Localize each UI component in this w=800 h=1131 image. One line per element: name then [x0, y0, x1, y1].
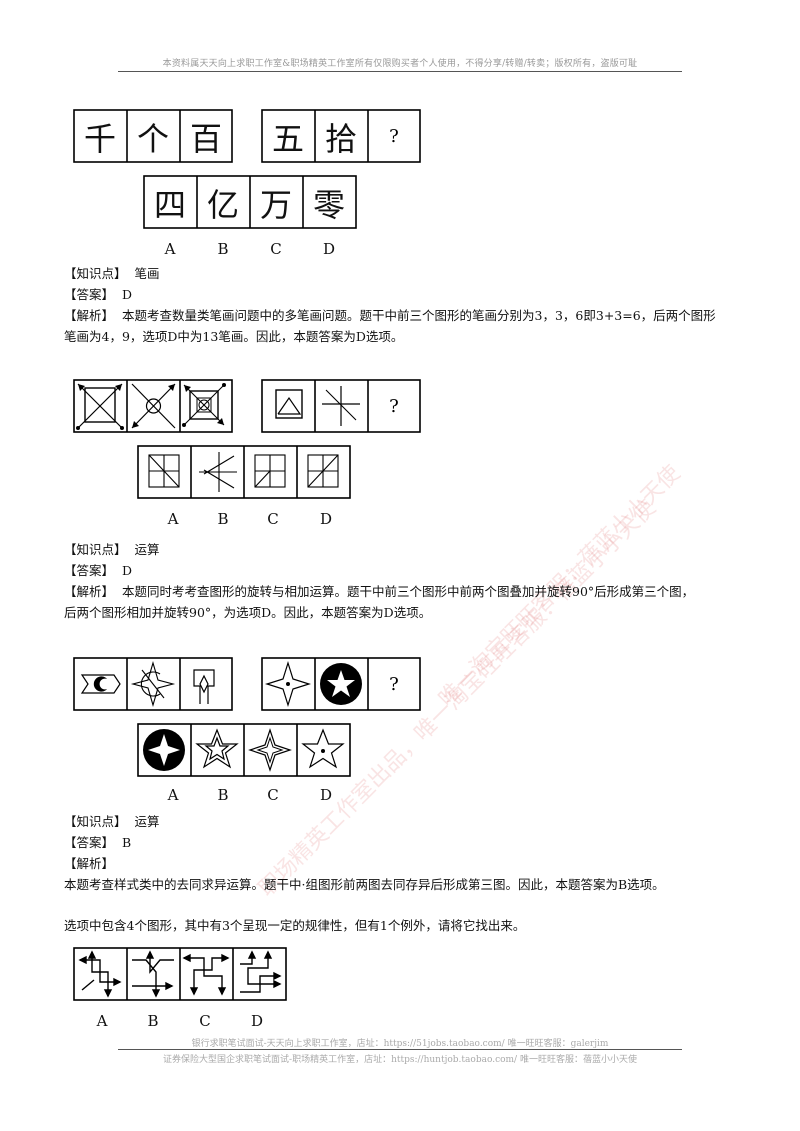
q3-stem-cell-5-icon: [320, 663, 362, 705]
q2-stem-left-box: [73, 379, 233, 433]
q2-option-d-icon: [307, 454, 339, 488]
q3-stem-cell-1-icon: [80, 674, 121, 694]
q2-analysis-text-1: 本题同时考考查图形的旋转与相加运算。题干中前三个图形中前两个图叠加并旋转90°后…: [122, 584, 695, 599]
q2-answer-line: 【答案】 D: [64, 561, 132, 581]
q4-option-c-icon: [182, 953, 230, 996]
q3-analysis-line-1: 本题考查样式类中的去同求异运算。题干中·组图形前两图去同存异后形成第三图。因此，…: [64, 877, 665, 892]
q3-option-a-icon: [143, 729, 185, 771]
q2-figure: ? A B C D: [73, 379, 421, 528]
q3-figure: ? A B C D: [73, 657, 421, 804]
q1-answer-value: D: [122, 287, 133, 302]
q4-figure: A B C D: [73, 947, 287, 1030]
q2-stem-cell-4-icon: [275, 389, 303, 419]
q1-answer-line: 【答案】 D: [64, 285, 132, 305]
q2-stem-cell-3-icon: [182, 383, 226, 427]
q4-label-c: C: [199, 1012, 210, 1030]
q3-stem-cell-3-icon: [193, 669, 215, 704]
q1-stem-char-1: 千: [84, 120, 116, 158]
q1-label-c: C: [270, 240, 281, 258]
q1-stem-right-box: [261, 109, 421, 163]
q2-answer-value: D: [122, 563, 133, 578]
q2-answer-tag: 【答案】: [64, 563, 115, 578]
q4-option-d-icon: [240, 950, 282, 993]
q1-analysis-text-1: 本题考查数量类笔画问题中的多笔画问题。题干中前三个图形的笔画分别为3，3，6即3…: [122, 308, 716, 323]
q1-knowledge-tag: 【知识点】: [64, 266, 127, 281]
q2-analysis-tag: 【解析】: [64, 584, 115, 599]
q2-option-b-icon: [199, 452, 237, 492]
q2-option-a-icon: [148, 454, 180, 488]
q3-label-c: C: [267, 786, 278, 804]
q1-label-b: B: [217, 240, 228, 258]
q1-question-mark: ?: [389, 126, 399, 147]
q3-option-b-icon: [195, 728, 239, 769]
q3-answer-value: B: [122, 835, 132, 850]
q2-stem-cell-2-icon: [131, 383, 176, 429]
footer-line-1: 银行求职笔试面试-天天向上求职工作室，店址：https://51jobs.tao…: [191, 1039, 609, 1049]
q1-analysis-line-1: 【解析】本题考查数量类笔画问题中的多笔画问题。题干中前三个图形的笔画分别为3，3…: [64, 306, 716, 326]
page-header: 本资料属天天向上求职工作室&职场精英工作室所有仅限购买者个人使用，不得分享/转赠…: [162, 59, 638, 69]
q3-label-a: A: [167, 786, 179, 804]
q1-stem-char-3: 百: [190, 120, 222, 158]
q1-analysis-tag: 【解析】: [64, 308, 115, 323]
q4-option-a-icon: [78, 950, 122, 998]
q3-stem-left-box: [73, 657, 233, 711]
q3-option-c-icon: [248, 728, 292, 772]
q2-option-c-icon: [254, 454, 286, 488]
q1-stem-left-box: [73, 109, 233, 163]
q3-knowledge-value: 运算: [134, 814, 160, 829]
q1-knowledge-line: 【知识点】笔画: [64, 264, 160, 284]
footer-line-2: 证券保险大型国企求职笔试面试-职场精英工作室，店址：https://huntjo…: [163, 1055, 637, 1065]
q1-label-d: D: [323, 240, 335, 258]
q2-label-c: C: [267, 510, 278, 528]
q1-answer-tag: 【答案】: [64, 287, 115, 302]
q3-stem-cell-2-icon: [130, 661, 176, 707]
q1-option-c-char: 万: [260, 186, 292, 224]
q3-answer-line: 【答案】 B: [64, 833, 131, 853]
q2-label-b: B: [217, 510, 228, 528]
q2-stem-right-box: [261, 379, 421, 433]
q2-options-box: [137, 445, 351, 499]
q3-knowledge-line: 【知识点】运算: [64, 812, 160, 832]
q3-stem-cell-4-icon: [264, 660, 312, 708]
q1-option-b-char: 亿: [207, 186, 239, 224]
q4-label-b: B: [147, 1012, 158, 1030]
q1-label-a: A: [164, 240, 176, 258]
q3-stem-right-box: [261, 657, 421, 711]
q1-stem-char-2: 个: [137, 120, 169, 158]
q3-label-d: D: [320, 786, 332, 804]
q2-knowledge-line: 【知识点】运算: [64, 540, 160, 560]
header-rule: [118, 71, 682, 72]
q2-label-a: A: [167, 510, 179, 528]
q4-label-a: A: [96, 1012, 108, 1030]
q1-figure: 千 个 百 五 拾 ? 四 亿 万 零 A B C D: [73, 109, 421, 258]
q2-analysis-line-1: 【解析】本题同时考考查图形的旋转与相加运算。题干中前三个图形中前两个图叠加并旋转…: [64, 582, 694, 602]
q2-label-d: D: [320, 510, 332, 528]
q1-stem-char-4: 五: [272, 120, 304, 158]
q1-stem-char-5: 拾: [325, 120, 357, 158]
q2-stem-cell-5-icon: [322, 386, 360, 426]
q3-answer-tag: 【答案】: [64, 835, 115, 850]
q3-question-mark: ?: [389, 674, 399, 695]
q1-analysis-line-2: 笔画为4，9，选项D中为13笔画。因此，本题答案为D选项。: [64, 329, 404, 344]
q3-analysis-tag: 【解析】: [64, 856, 115, 871]
q1-knowledge-value: 笔画: [134, 266, 160, 281]
footer-rule: [118, 1049, 682, 1050]
q1-options-box: [143, 175, 357, 229]
q2-question-mark: ?: [389, 396, 399, 417]
q4-option-b-icon: [132, 950, 174, 998]
q4-label-d: D: [251, 1012, 263, 1030]
q1-option-d-char: 零: [313, 186, 345, 224]
q4-options-box: [73, 947, 287, 1001]
q1-option-a-char: 四: [154, 186, 186, 224]
q4-question-stem: 选项中包含4个图形，其中有3个呈现一定的规律性，但有1个例外，请将它找出来。: [64, 918, 526, 933]
q2-knowledge-tag: 【知识点】: [64, 542, 127, 557]
q3-option-d-icon: [301, 728, 345, 769]
q3-knowledge-tag: 【知识点】: [64, 814, 127, 829]
q3-options-box: [137, 723, 351, 777]
q2-analysis-line-2: 后两个图形相加并旋转90°，为选项D。因此，本题答案为D选项。: [64, 605, 432, 620]
q3-label-b: B: [217, 786, 228, 804]
q2-knowledge-value: 运算: [134, 542, 160, 557]
q2-stem-cell-1-icon: [76, 383, 124, 430]
